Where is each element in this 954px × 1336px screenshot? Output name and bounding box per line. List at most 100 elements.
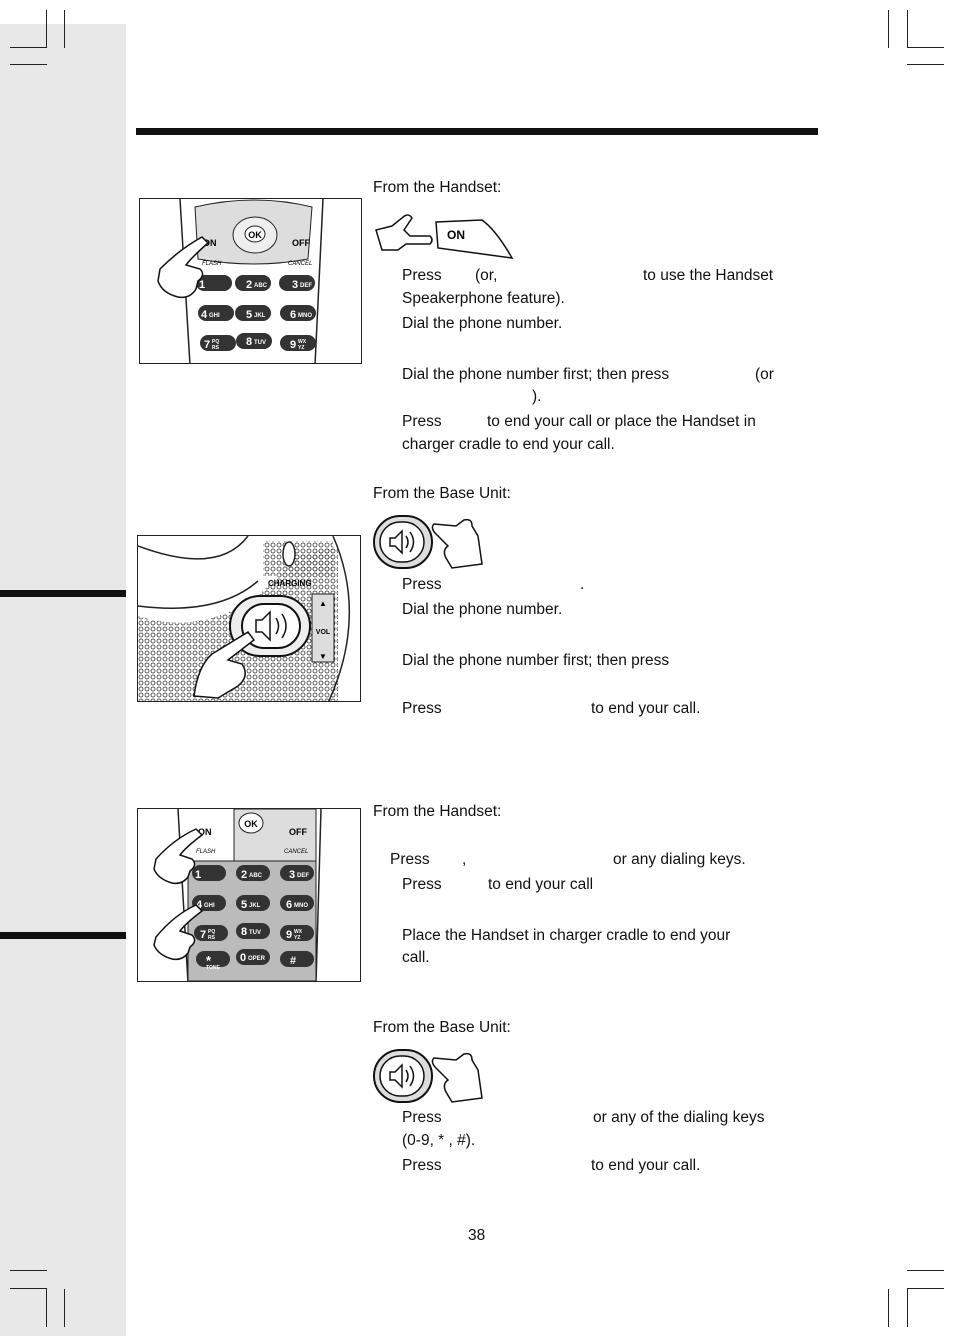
section4-step1-text: Press — [402, 1109, 442, 1126]
crop-mark — [888, 1289, 889, 1327]
key-5: 5 — [246, 309, 252, 321]
svg-text:3: 3 — [289, 869, 295, 881]
svg-text:4: 4 — [196, 899, 203, 911]
ok-key-label: OK — [244, 819, 258, 829]
ok-key-label: OK — [248, 230, 262, 240]
section3-step2-text: Press — [402, 876, 442, 893]
svg-text:2: 2 — [241, 869, 247, 881]
svg-text:YZ: YZ — [298, 345, 304, 351]
section2-step1-text: . — [580, 576, 585, 593]
key-1: 1 — [199, 279, 205, 291]
crop-mark — [907, 1289, 908, 1327]
on-button-label: ON — [447, 228, 465, 242]
key-6: 6 — [290, 309, 296, 321]
svg-text:#: # — [290, 955, 296, 967]
svg-text:TUV: TUV — [249, 930, 261, 936]
svg-text:JKL: JKL — [254, 313, 266, 319]
section1-end-text: to end your call or place the Handset in — [487, 413, 756, 430]
section1-end-text: Press — [402, 413, 442, 430]
svg-text:WX: WX — [294, 929, 303, 935]
svg-text:GHI: GHI — [209, 313, 220, 319]
section3-alt-text: Place the Handset in charger cradle to e… — [402, 927, 731, 944]
charging-label: CHARGING — [268, 579, 312, 588]
base-unit-illustration: CHARGING ▲ VOL ▼ — [137, 535, 361, 702]
key-9: 9 — [290, 339, 296, 351]
svg-text:8: 8 — [241, 926, 247, 938]
section2-step2-text: Dial the phone number. — [402, 601, 563, 618]
key-8: 8 — [246, 336, 252, 348]
svg-text:YZ: YZ — [294, 935, 300, 941]
section1-step1-text: to use the Handset — [643, 267, 774, 284]
section4-step1-text: or any of the dialing keys — [593, 1109, 765, 1126]
section4-end-text: Press — [402, 1157, 442, 1174]
key-2: 2 — [246, 279, 252, 291]
svg-text:0: 0 — [240, 952, 246, 964]
flash-label: FLASH — [196, 849, 216, 855]
crop-mark — [907, 47, 944, 48]
section1-alt-text: ). — [532, 388, 542, 405]
crop-mark — [10, 47, 47, 48]
svg-text:RS: RS — [212, 345, 220, 351]
section3-step1-text: Press — [390, 851, 430, 868]
off-key-label: OFF — [292, 238, 310, 248]
side-tab-bottom-rule — [0, 932, 126, 939]
crop-mark — [10, 1270, 47, 1271]
svg-text:ABC: ABC — [249, 873, 263, 879]
speaker-button-hand-icon — [372, 1048, 484, 1104]
section1-alt-text: Dial the phone number first; then press — [402, 366, 670, 383]
svg-text:OPER: OPER — [248, 956, 266, 962]
side-tab-top-rule — [0, 590, 126, 597]
hand-pressing-on-button-icon: ON — [374, 210, 516, 262]
svg-text:RS: RS — [208, 935, 216, 941]
section2-step1-text: Press — [402, 576, 442, 593]
on-key-label: ON — [198, 827, 212, 837]
section2-end-text: to end your call. — [591, 700, 701, 717]
section3-heading: From the Handset: — [373, 803, 502, 820]
svg-text:▼: ▼ — [319, 652, 327, 661]
svg-text:▲: ▲ — [319, 599, 327, 608]
cancel-label: CANCEL — [284, 849, 308, 855]
side-tab-band — [0, 24, 126, 1336]
section3-step1-text: or any dialing keys. — [613, 851, 746, 868]
crop-mark — [64, 10, 65, 48]
section1-step1-text: Speakerphone feature). — [402, 290, 565, 307]
section1-alt-text: (or — [755, 366, 774, 383]
svg-text:PQ: PQ — [212, 339, 219, 345]
key-7: 7 — [204, 339, 210, 351]
header-rule — [136, 128, 818, 135]
svg-text:TONE: TONE — [206, 965, 220, 971]
on-key-label: ON — [203, 238, 217, 248]
svg-text:6: 6 — [286, 899, 292, 911]
key-3: 3 — [292, 279, 298, 291]
vol-label: VOL — [316, 629, 331, 636]
cancel-label: CANCEL — [288, 261, 312, 267]
off-key-label: OFF — [289, 827, 307, 837]
svg-text:ABC: ABC — [254, 283, 268, 289]
svg-text:5: 5 — [241, 899, 247, 911]
crop-mark — [907, 64, 944, 65]
flash-label: FLASH — [202, 261, 222, 267]
svg-text:DEF: DEF — [300, 283, 312, 289]
svg-text:*: * — [206, 953, 212, 968]
section1-step2-text: Dial the phone number. — [402, 315, 563, 332]
section1-step1-text: Press — [402, 267, 442, 284]
page-number: 38 — [468, 1227, 486, 1244]
speaker-button-hand-icon — [372, 514, 484, 570]
svg-text:WX: WX — [298, 339, 307, 345]
handset-dialing-illustration: OK ON OFF FLASH CANCEL 1 2 ABC 3 DEF 4 G… — [137, 808, 361, 982]
section4-end-text: to end your call. — [591, 1157, 701, 1174]
svg-text:9: 9 — [286, 929, 292, 941]
section3-step2-text: to end your call — [488, 876, 594, 893]
crop-mark — [46, 10, 47, 48]
svg-text:PQ: PQ — [208, 929, 215, 935]
svg-text:DEF: DEF — [297, 873, 309, 879]
crop-mark — [64, 1289, 65, 1327]
crop-mark — [907, 1270, 944, 1271]
svg-text:MNO: MNO — [294, 903, 308, 909]
svg-text:JKL: JKL — [249, 903, 261, 909]
crop-mark — [907, 10, 908, 48]
svg-text:GHI: GHI — [204, 903, 215, 909]
section3-alt-text: call. — [402, 949, 430, 966]
svg-text:MNO: MNO — [298, 313, 312, 319]
crop-mark — [907, 1288, 944, 1289]
